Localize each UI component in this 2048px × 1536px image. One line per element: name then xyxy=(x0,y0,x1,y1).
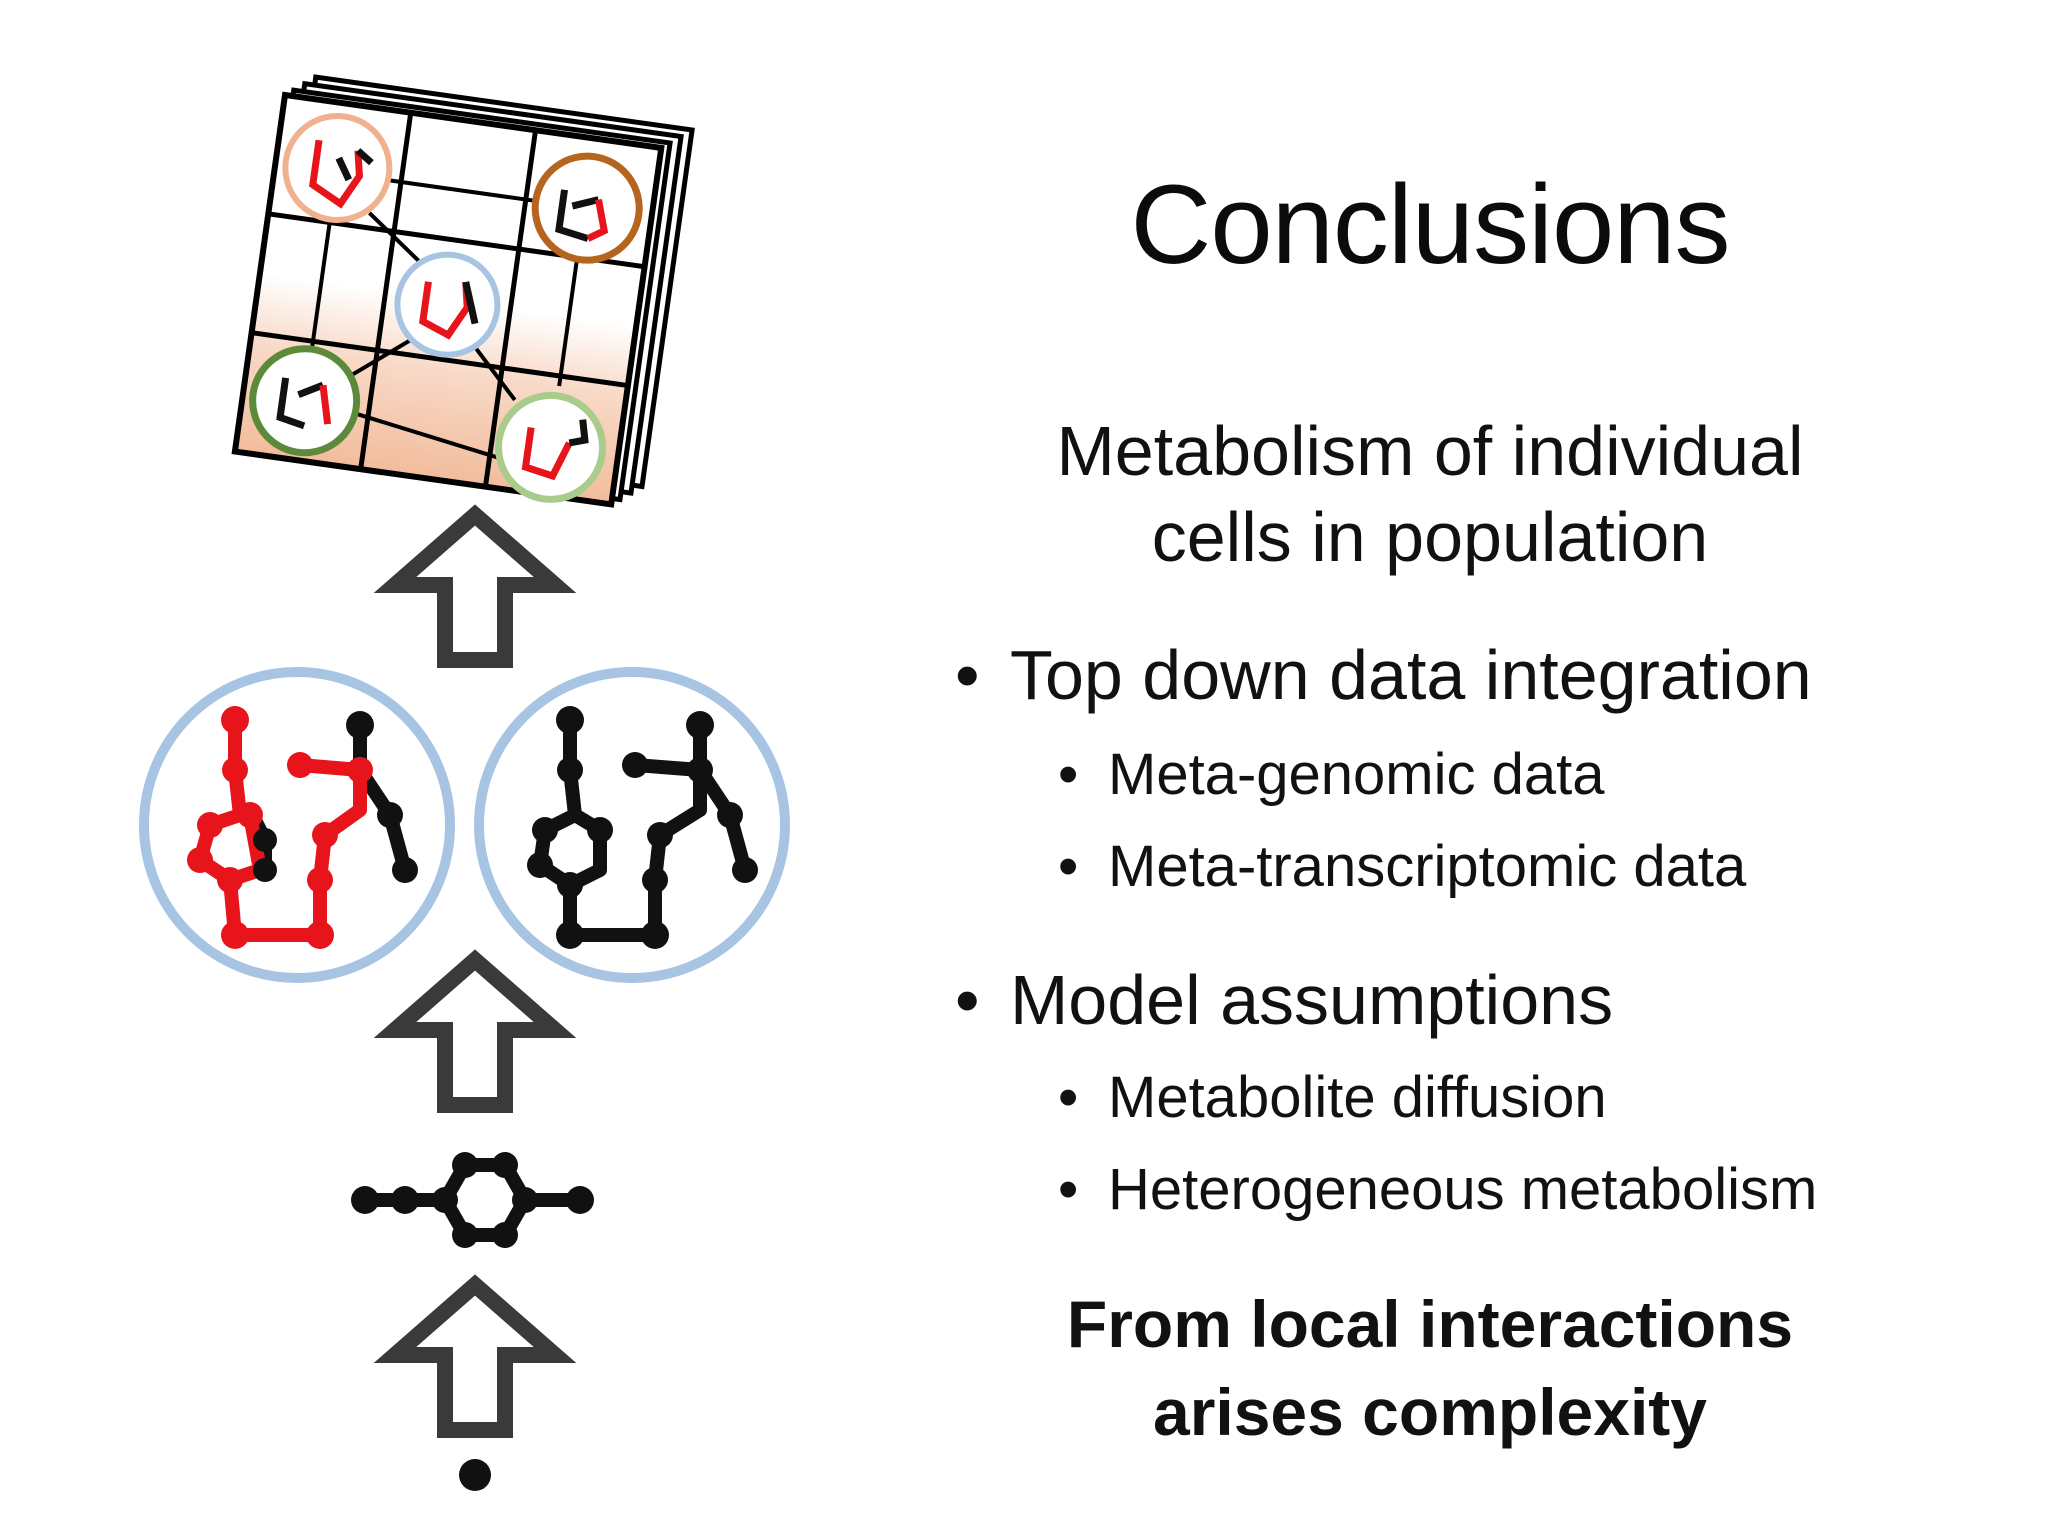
mini-network-5 xyxy=(495,391,607,503)
mini-network-1 xyxy=(282,112,393,223)
mini-network-4 xyxy=(249,345,361,457)
subbullet-item: • Meta-transcriptomic data xyxy=(1058,832,1746,902)
bullet-item: • Model assumptions xyxy=(955,960,1613,1040)
arrow-up-outline-icon xyxy=(373,504,577,668)
molecule-icon xyxy=(351,1152,594,1248)
conclusion-statement: From local interactions arises complexit… xyxy=(960,1280,1900,1456)
metabolic-network-icon xyxy=(474,667,790,983)
subbullet-item: • Heterogeneous metabolism xyxy=(1058,1155,1817,1225)
metabolic-network-icon xyxy=(139,667,455,983)
subtitle: Metabolism of individual cells in popula… xyxy=(960,408,1900,580)
subbullet-label: Meta-genomic data xyxy=(1108,742,1605,807)
subtitle-line-1: Metabolism of individual xyxy=(1056,412,1804,490)
subbullet-item: • Metabolite diffusion xyxy=(1058,1063,1607,1133)
arrow-up-outline-icon xyxy=(373,1274,577,1438)
bullet-label: Model assumptions xyxy=(1010,961,1614,1039)
atom-dot xyxy=(459,1459,491,1491)
bullet-dot: • xyxy=(1058,742,1079,807)
conclusion-line-1: From local interactions xyxy=(1066,1287,1794,1361)
conclusion-line-2: arises complexity xyxy=(1153,1375,1707,1449)
bullet-dot: • xyxy=(955,636,980,714)
subtitle-line-2: cells in population xyxy=(1151,498,1709,576)
bullet-dot: • xyxy=(1058,1157,1079,1222)
grid-population-icon xyxy=(231,74,695,508)
mini-network-2 xyxy=(531,152,643,264)
arrow-up-outline-icon xyxy=(373,949,577,1113)
subbullet-label: Meta-transcriptomic data xyxy=(1108,834,1747,899)
subbullet-label: Metabolite diffusion xyxy=(1108,1065,1607,1130)
subbullet-item: • Meta-genomic data xyxy=(1058,740,1604,810)
bullet-item: • Top down data integration xyxy=(955,635,1812,715)
slide-title: Conclusions xyxy=(1130,162,1730,287)
bullet-label: Top down data integration xyxy=(1010,636,1812,714)
bullet-dot: • xyxy=(1058,1065,1079,1130)
bullet-dot: • xyxy=(1058,834,1079,899)
bullet-dot: • xyxy=(955,961,980,1039)
subbullet-label: Heterogeneous metabolism xyxy=(1108,1157,1818,1222)
mini-network-3 xyxy=(394,251,501,358)
